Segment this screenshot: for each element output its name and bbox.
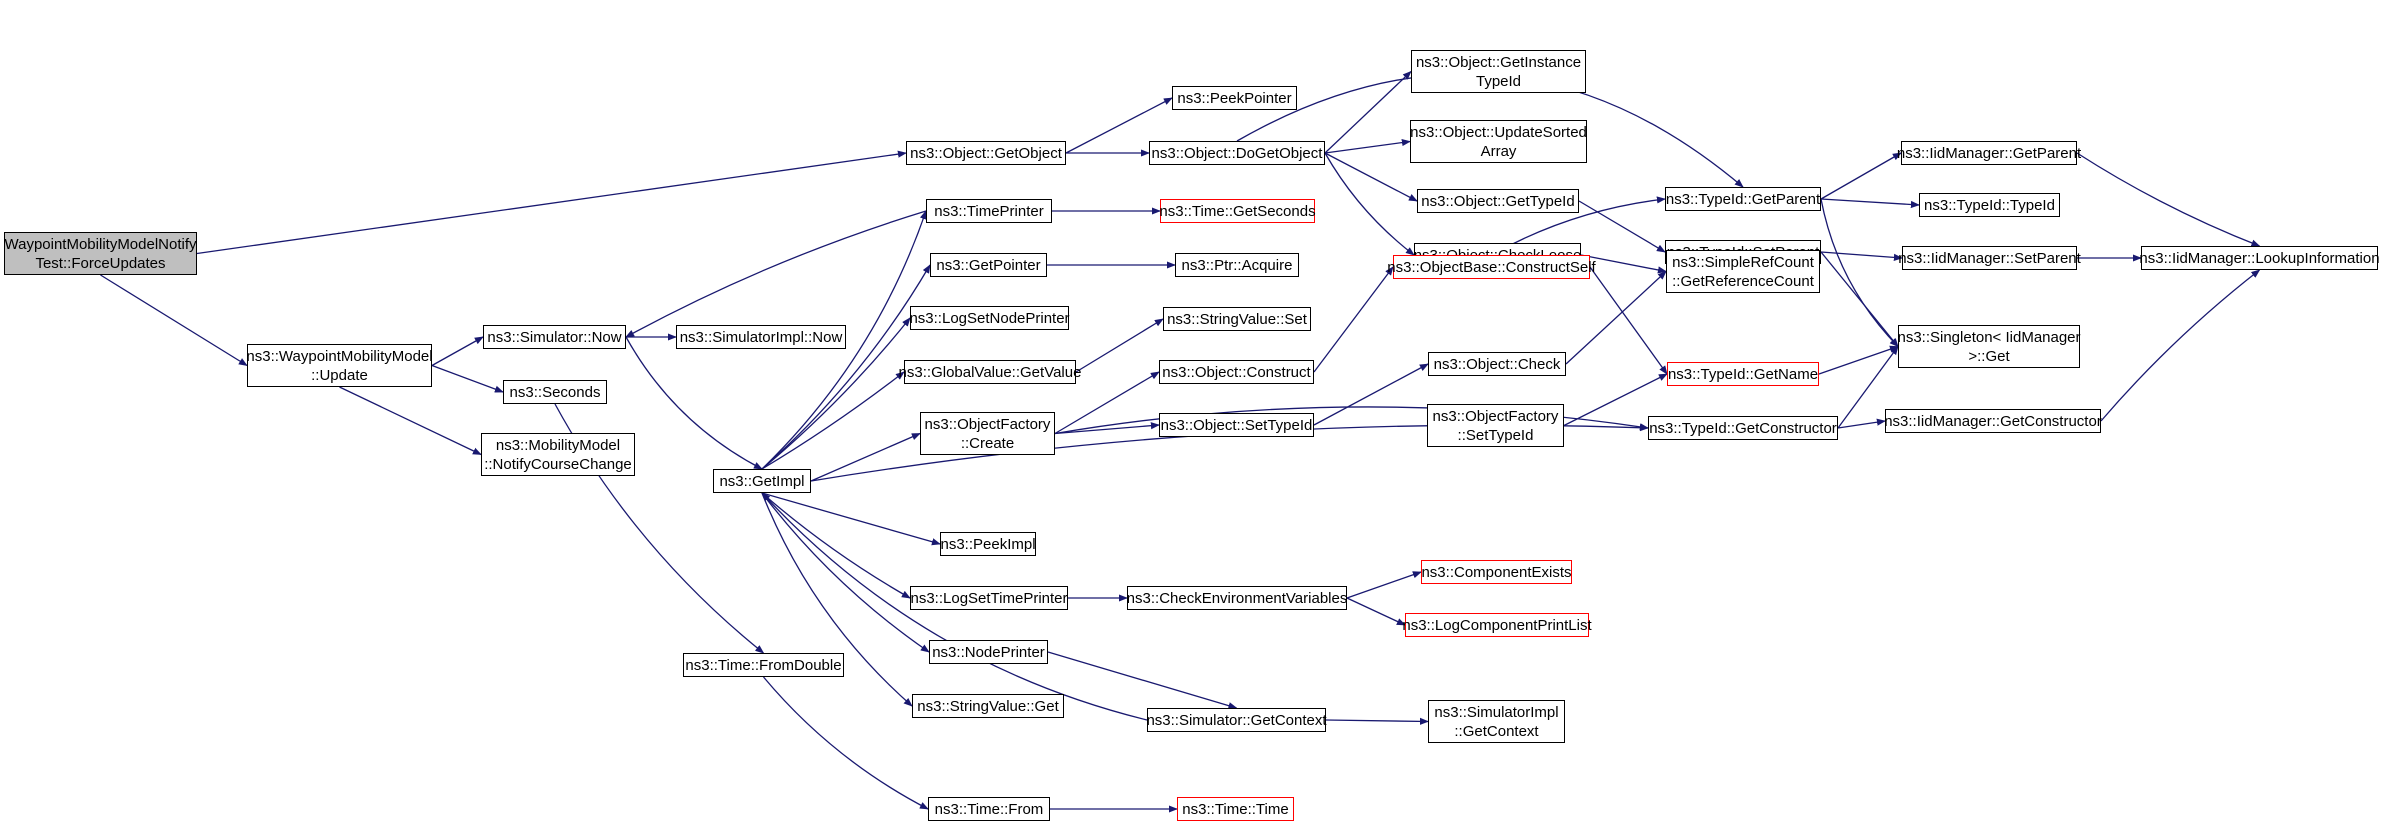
- edge-objfactory_create-to-typeid_getconstructor: [1054, 406, 1649, 435]
- node-objfactory-create[interactable]: ns3::ObjectFactory ::Create: [920, 412, 1055, 455]
- edge-sim_getcontext-to-getimpl: [761, 492, 1148, 721]
- edge-iid_getconstructor-to-iid_lookup: [2100, 269, 2261, 422]
- edge-obj_settypeid-to-obj_check: [1313, 363, 1429, 426]
- edge-typeid_getconstructor-to-iid_getconstructor: [1837, 418, 1886, 429]
- edge-wmm_update-to-seconds: [431, 364, 504, 393]
- edge-typeid_getname-to-singleton_get: [1818, 345, 1899, 375]
- node-typeid-getname[interactable]: ns3::TypeId::GetName: [1667, 362, 1819, 386]
- node-typeid-getparent[interactable]: ns3::TypeId::GetParent: [1665, 187, 1821, 211]
- node-obj-gettypeid[interactable]: ns3::Object::GetTypeId: [1417, 189, 1579, 213]
- node-time-fromdouble[interactable]: ns3::Time::FromDouble: [683, 653, 844, 677]
- node-sim-getcontext[interactable]: ns3::Simulator::GetContext: [1146, 708, 1327, 732]
- edge-obj_dogetobject-to-obj_getinstancetypeid: [1324, 70, 1412, 154]
- edge-getimpl-to-globalvalue_getvalue: [761, 371, 905, 470]
- node-time-time[interactable]: ns3::Time::Time: [1177, 797, 1294, 821]
- edge-nodeprinter-to-sim_getcontext: [1047, 651, 1238, 710]
- node-checkenv[interactable]: ns3::CheckEnvironmentVariables: [1127, 586, 1347, 610]
- node-globalvalue-getvalue[interactable]: ns3::GlobalValue::GetValue: [899, 360, 1081, 384]
- node-timeprinter[interactable]: ns3::TimePrinter: [926, 199, 1052, 223]
- node-iid-lookup[interactable]: ns3::IidManager::LookupInformation: [2139, 246, 2380, 270]
- edge-obj_dogetobject-to-obj_checkloose: [1324, 152, 1415, 256]
- node-singleton-get[interactable]: ns3::Singleton< IidManager >::Get: [1897, 325, 2081, 368]
- edge-objfactory_create-to-obj_settypeid: [1054, 422, 1160, 435]
- edge-getimpl-to-stringvalue_get: [761, 492, 913, 707]
- edge-wmm_update-to-sim_now: [431, 336, 484, 367]
- edge-obj_dogetobject-to-obj_updatesorted: [1324, 139, 1411, 154]
- edge-iid_getparent-to-iid_lookup: [2076, 152, 2261, 247]
- edge-obj_check-to-simplerefcount: [1565, 270, 1667, 365]
- node-obj-updatesorted[interactable]: ns3::Object::UpdateSorted Array: [1410, 120, 1587, 163]
- node-typeid-getconstructor[interactable]: ns3::TypeId::GetConstructor: [1648, 416, 1838, 440]
- node-obj-getobject[interactable]: ns3::Object::GetObject: [906, 141, 1066, 165]
- edge-getimpl-to-nodeprinter: [761, 492, 930, 653]
- edge-root-to-obj_getobject: [196, 150, 907, 255]
- edge-checkenv-to-componentexists: [1346, 571, 1422, 599]
- edge-sim_now-to-getimpl: [625, 336, 763, 470]
- node-iid-setparent[interactable]: ns3::IidManager::SetParent: [1898, 246, 2081, 270]
- edge-typeid_getparent-to-singleton_get: [1820, 198, 1899, 348]
- node-simplerefcount[interactable]: ns3::SimpleRefCount ::GetReferenceCount: [1666, 250, 1820, 293]
- node-time-getseconds[interactable]: ns3::Time::GetSeconds: [1159, 199, 1316, 223]
- edge-typeid_getconstructor-to-singleton_get: [1837, 345, 1899, 429]
- node-simimpl-getcontext[interactable]: ns3::SimulatorImpl ::GetContext: [1428, 700, 1565, 743]
- edge-typeid_getparent-to-typeid_typeid: [1820, 198, 1920, 209]
- node-objfactory-settypeid[interactable]: ns3::ObjectFactory ::SetTypeId: [1427, 404, 1564, 447]
- edge-checkenv-to-logcomponentprintlist: [1346, 597, 1406, 626]
- node-logsettimeprinter[interactable]: ns3::LogSetTimePrinter: [910, 586, 1068, 610]
- edge-getimpl-to-getpointer: [761, 264, 931, 470]
- edge-objfactory_create-to-obj_construct: [1054, 371, 1160, 435]
- edge-time_fromdouble-to-time_from: [763, 676, 929, 810]
- edge-timeprinter-to-sim_now: [625, 210, 927, 338]
- node-ptr-acquire[interactable]: ns3::Ptr::Acquire: [1175, 253, 1299, 277]
- node-peekpointer[interactable]: ns3::PeekPointer: [1172, 86, 1297, 110]
- edge-typeid_setparent-to-singleton_get: [1820, 251, 1899, 348]
- edge-sim_getcontext-to-simimpl_getcontext: [1325, 717, 1429, 725]
- node-stringvalue-get[interactable]: ns3::StringValue::Get: [912, 694, 1064, 718]
- node-iid-getconstructor[interactable]: ns3::IidManager::GetConstructor: [1884, 409, 2102, 433]
- node-sim-now[interactable]: ns3::Simulator::Now: [483, 325, 626, 349]
- node-getimpl[interactable]: ns3::GetImpl: [713, 469, 811, 493]
- node-stringvalue-set[interactable]: ns3::StringValue::Set: [1163, 307, 1311, 331]
- node-getpointer[interactable]: ns3::GetPointer: [930, 253, 1047, 277]
- node-obj-settypeid[interactable]: ns3::Object::SetTypeId: [1159, 413, 1314, 437]
- edge-getimpl-to-logsettimeprinter: [761, 492, 911, 599]
- edge-obj_construct-to-objbase_constructself: [1313, 266, 1394, 373]
- node-obj-dogetobject[interactable]: ns3::Object::DoGetObject: [1149, 141, 1325, 165]
- edge-objfactory_settypeid-to-typeid_getname: [1563, 373, 1668, 427]
- node-root: WaypointMobilityModelNotify Test::ForceU…: [4, 232, 197, 275]
- node-simimpl-now[interactable]: ns3::SimulatorImpl::Now: [676, 325, 846, 349]
- edge-getimpl-to-timeprinter: [761, 210, 927, 470]
- edge-root-to-wmm_update: [100, 274, 248, 367]
- node-obj-getinstancetypeid[interactable]: ns3::Object::GetInstance TypeId: [1411, 50, 1586, 93]
- node-componentexists[interactable]: ns3::ComponentExists: [1421, 560, 1572, 584]
- node-mm-notify[interactable]: ns3::MobilityModel ::NotifyCourseChange: [481, 433, 635, 476]
- edge-typeid_getparent-to-iid_getparent: [1820, 152, 1902, 200]
- node-objbase-constructself[interactable]: ns3::ObjectBase::ConstructSelf: [1387, 255, 1596, 279]
- node-logsetnodeprinter[interactable]: ns3::LogSetNodePrinter: [909, 306, 1070, 330]
- node-time-from[interactable]: ns3::Time::From: [928, 797, 1050, 821]
- edge-getimpl-to-objfactory_create: [810, 432, 921, 482]
- edge-objbase_constructself-to-typeid_getname: [1589, 266, 1668, 375]
- node-obj-check[interactable]: ns3::Object::Check: [1428, 352, 1566, 376]
- edge-globalvalue_getvalue-to-stringvalue_set: [1075, 318, 1164, 373]
- node-nodeprinter[interactable]: ns3::NodePrinter: [929, 640, 1048, 664]
- edge-obj_getobject-to-peekpointer: [1065, 97, 1173, 154]
- edge-getimpl-to-peekimpl: [761, 492, 941, 546]
- edge-getimpl-to-logsetnodeprinter: [761, 317, 911, 470]
- node-logcomponentprintlist[interactable]: ns3::LogComponentPrintList: [1402, 613, 1592, 637]
- node-obj-construct[interactable]: ns3::Object::Construct: [1159, 360, 1314, 384]
- edge-wmm_update-to-mm_notify: [339, 386, 482, 456]
- edge-typeid_setparent-to-iid_setparent: [1820, 251, 1903, 261]
- node-peekimpl[interactable]: ns3::PeekImpl: [940, 532, 1036, 556]
- node-seconds[interactable]: ns3::Seconds: [503, 380, 607, 404]
- edge-obj_dogetobject-to-obj_gettypeid: [1324, 152, 1418, 202]
- node-typeid-typeid[interactable]: ns3::TypeId::TypeId: [1919, 193, 2060, 217]
- edge-obj_gettypeid-to-typeid_setparent: [1578, 200, 1666, 253]
- node-iid-getparent[interactable]: ns3::IidManager::GetParent: [1897, 141, 2081, 165]
- node-wmm-update[interactable]: ns3::WaypointMobilityModel ::Update: [246, 344, 433, 387]
